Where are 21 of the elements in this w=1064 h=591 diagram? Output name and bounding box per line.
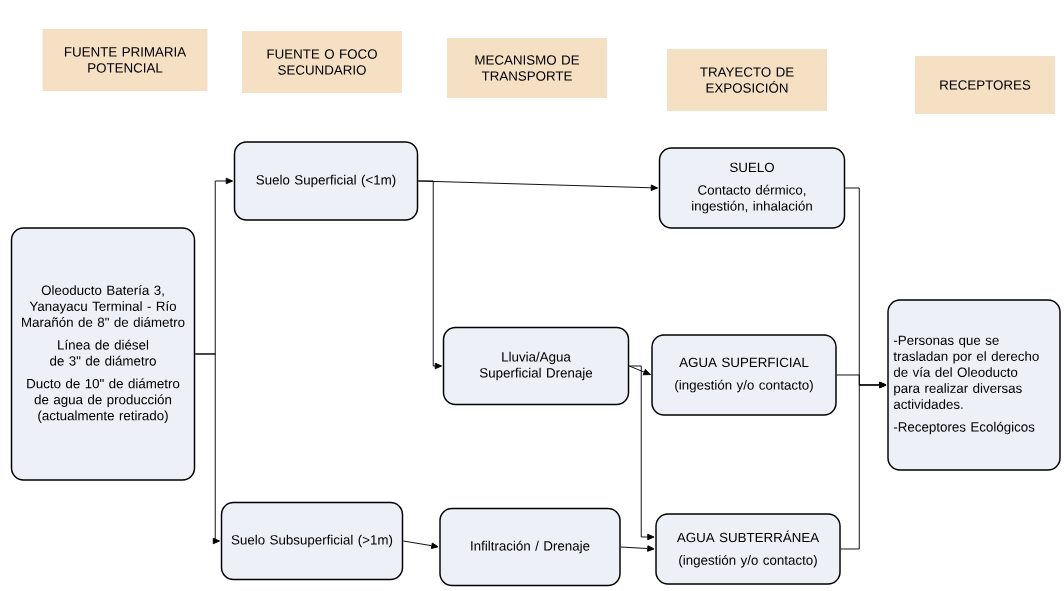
process-box: -Personas que se trasladan por el derecho de vía del Oleoducto para realizar diversas actividades. -Receptores Ecológicos <box>887 299 1061 471</box>
header-band: RECEPTORES <box>915 56 1055 114</box>
header-band: FUENTE O FOCO SECUNDARIO <box>242 31 402 93</box>
process-box: Infiltración / Drenaje <box>439 507 621 587</box>
process-box: Suelo Superficial (<1m) <box>233 141 419 221</box>
header-band: MECANISMO DE TRANSPORTE <box>447 38 607 98</box>
header-band: FUENTE PRIMARIA POTENCIAL <box>42 29 208 91</box>
arrow <box>628 365 655 541</box>
arrow <box>417 180 443 370</box>
arrow <box>194 353 221 545</box>
arrow <box>628 365 651 376</box>
process-box: SUELO Contacto dérmico, ingestión, inhalación <box>658 147 846 229</box>
process-box: Lluvia/Agua Superficial Drenaje <box>442 326 630 406</box>
arrow <box>402 540 439 549</box>
process-box: AGUA SUBTERRÁNEA (ingestión y/o contacto) <box>655 513 841 585</box>
arrow <box>620 545 655 552</box>
arrow <box>840 381 887 550</box>
process-box: AGUA SUPERFICIAL (ingestión y/o contacto) <box>651 334 837 416</box>
header-band: TRAYECTO DE EXPOSICIÓN <box>667 49 827 111</box>
process-box: Suelo Subsuperficial (>1m) <box>220 501 404 581</box>
process-box: Oleoducto Batería 3, Yanayacu Terminal - Río Marañón de 8" de diámetro Línea de diésel de 3" de diámetro Ducto de 10" de diámetro de agua de producción (actualmente retirado) <box>10 227 196 481</box>
